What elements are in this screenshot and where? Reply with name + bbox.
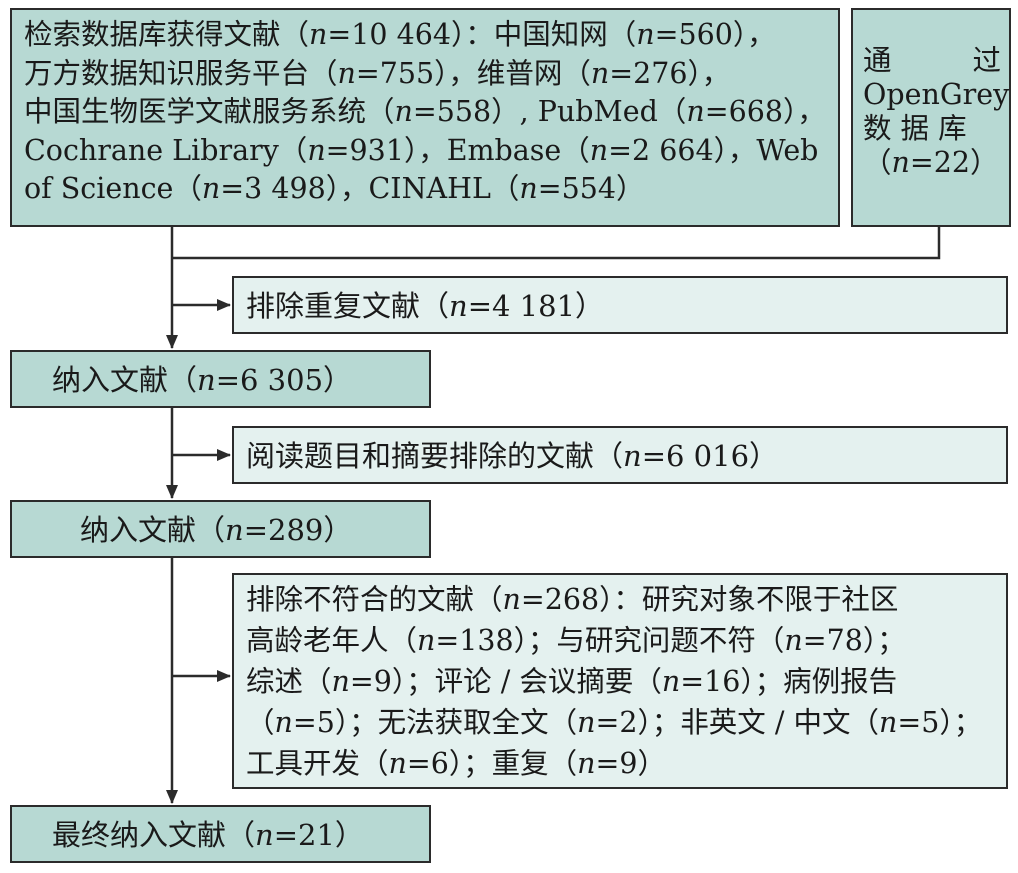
box-label: 纳入文献（ (52, 363, 198, 397)
opengrey-text: 通 (863, 44, 892, 77)
sources-text: 检索数据库获得文献（ (24, 18, 310, 51)
n-symbol: n (519, 172, 538, 205)
box-value: =289） (243, 513, 353, 547)
n-symbol: n (337, 56, 356, 90)
opengrey-line1: 通过 (863, 44, 1001, 78)
box-value: =6 016） (641, 439, 779, 473)
duplicates-excluded-box: 排除重复文献（n=4 181） (232, 276, 1008, 334)
n-symbol: n (309, 18, 328, 51)
box-value: =21） (273, 818, 364, 852)
sources-text: =558）, PubMed（ (412, 95, 687, 128)
n-symbol: n (784, 624, 803, 657)
n-symbol: n (686, 95, 705, 128)
n-symbol: n (274, 706, 293, 739)
n-symbol: n (417, 624, 436, 657)
n-symbol: n (502, 583, 521, 616)
grey-merge-line (172, 227, 941, 260)
n-symbol: n (891, 146, 910, 179)
included-box-2: 纳入文献（n=289） (10, 500, 431, 558)
n-symbol: n (331, 665, 350, 698)
sources-text: 中国生物医学文献服务系统（ (24, 95, 395, 128)
box-label: 纳入文献（ (80, 513, 226, 547)
n-symbol: n (636, 18, 655, 51)
sources-text: of Science（ (24, 172, 202, 205)
n-symbol: n (307, 133, 326, 167)
n-symbol: n (590, 56, 610, 90)
n-symbol: n (577, 706, 596, 739)
opengrey-line4: （n=22） (863, 146, 999, 179)
opengrey-line3: 数 据 库 (863, 112, 967, 145)
n-symbol: n (623, 439, 642, 473)
n-symbol: n (661, 665, 681, 698)
n-symbol: n (201, 172, 221, 205)
sources-text: =554） (537, 172, 645, 205)
n-symbol: n (449, 289, 468, 323)
n-symbol: n (878, 706, 898, 739)
n-symbol: n (255, 818, 274, 852)
box-label: 最终纳入文献（ (52, 818, 256, 852)
n-symbol: n (577, 747, 596, 780)
sources-text: =276）， (609, 56, 731, 90)
full-text-excluded-box: 排除不符合的文献（n=268）：研究对象不限于社区高龄老年人（n=138）；与研… (232, 573, 1008, 789)
box-value: =6 305） (215, 363, 353, 397)
n-symbol: n (394, 95, 413, 128)
final-included-box: 最终纳入文献（n=21） (10, 805, 431, 863)
box-label: 阅读题目和摘要排除的文献（ (246, 439, 624, 473)
sources-text: =3 498），CINAHL（ (220, 172, 520, 205)
included-box-1: 纳入文献（n=6 305） (10, 350, 431, 408)
title-abstract-excluded-box: 阅读题目和摘要排除的文献（n=6 016） (232, 426, 1008, 484)
sources-text: Cochrane Library（ (24, 133, 308, 167)
sources-text: =2 664），Web (608, 133, 819, 167)
search-sources-box: 检索数据库获得文献（n=10 464）：中国知网（n=560），万方数据知识服务… (10, 8, 840, 227)
sources-text: =668）， (704, 95, 826, 128)
n-symbol: n (589, 133, 609, 167)
box-label: 排除重复文献（ (246, 289, 450, 323)
opengrey-text: 过 (972, 44, 1001, 77)
n-symbol: n (388, 747, 407, 780)
n-symbol: n (197, 363, 216, 397)
box-value: =4 181） (467, 289, 605, 323)
opengrey-line2: OpenGrey (863, 78, 1010, 111)
sources-text: =931），Embase（ (325, 133, 590, 167)
sources-text: =560）， (654, 18, 776, 51)
n-symbol: n (225, 513, 244, 547)
sources-text: 万方数据知识服务平台（ (24, 56, 338, 90)
sources-text: =755），维普网（ (355, 56, 591, 90)
sources-text: =10 464）：中国知网（ (327, 18, 637, 51)
